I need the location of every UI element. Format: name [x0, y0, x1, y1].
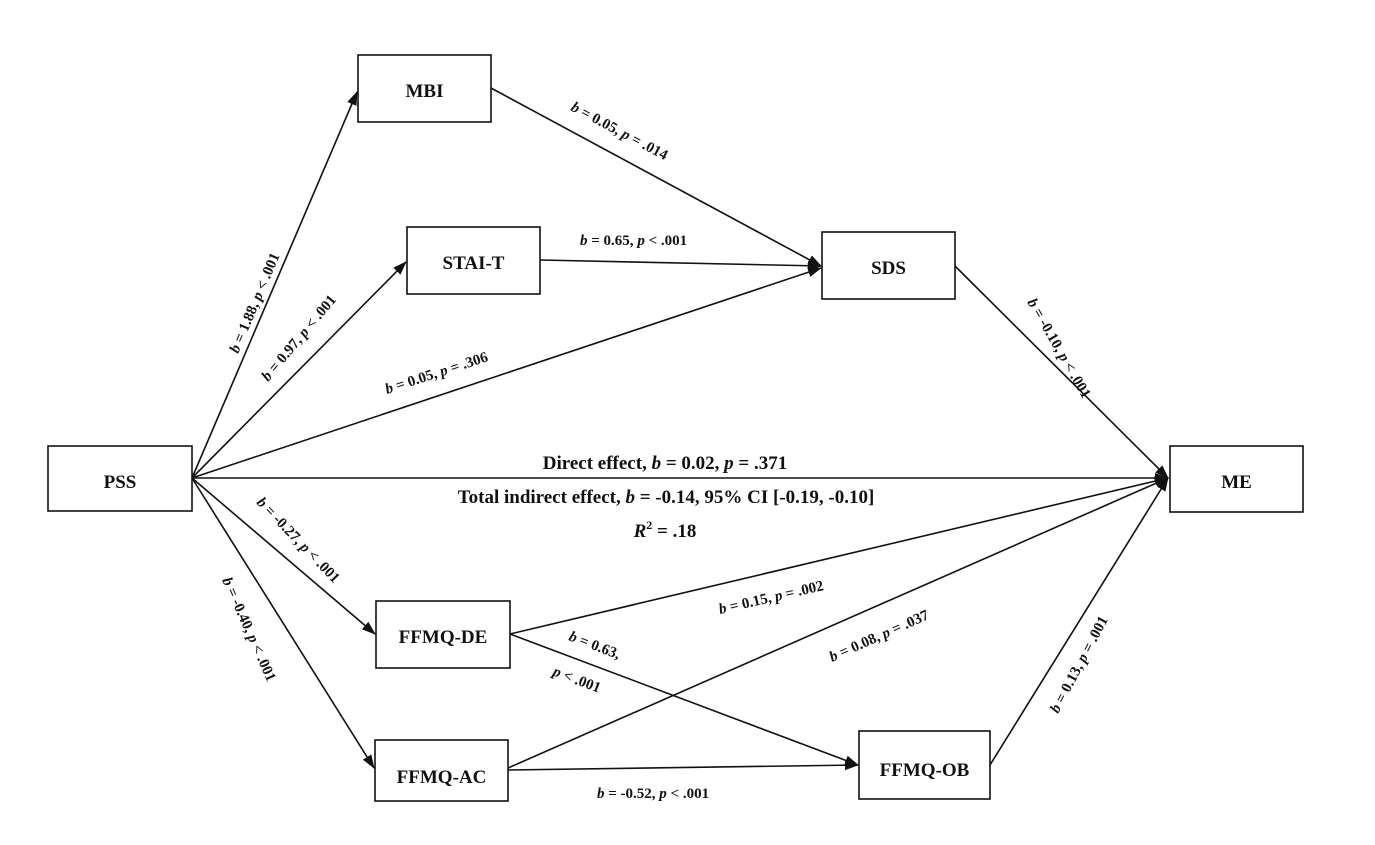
label-de-ob-line2: p < .001: [549, 663, 603, 697]
node-mbi-label: MBI: [406, 81, 444, 102]
node-sds: SDS: [821, 231, 956, 300]
edge-ob-me: [989, 477, 1169, 766]
label-ac-me: b = 0.08, p = .037: [827, 607, 932, 665]
node-ffmq-ac: FFMQ-AC: [374, 739, 509, 802]
label-sds-me: b = -0.10, p < .001: [1024, 296, 1094, 401]
label-ac-ob: b = -0.52, p < .001: [597, 786, 709, 802]
edge-pss-mbi: [191, 91, 358, 479]
node-pss: PSS: [47, 445, 193, 512]
edge-ac-me: [507, 477, 1169, 769]
label-pss-ac: b = -0.40, p < .001: [218, 575, 278, 684]
label-pss-mbi: b = 1.88, p < .001: [227, 251, 284, 356]
effect-summary: Direct effect, b = 0.02, p = .371 Total …: [458, 453, 875, 542]
edge-labels: b = 1.88, p < .001 b = 0.97, p < .001 b …: [218, 99, 1111, 802]
edge-ac-ob: [507, 760, 859, 771]
node-sds-label: SDS: [871, 258, 906, 279]
edge-de-ob: [509, 633, 859, 766]
label-stai-sds: b = 0.65, p < .001: [580, 233, 687, 249]
label-pss-sds: b = 0.05, p = .306: [383, 349, 490, 397]
edge-pss-de: [191, 477, 376, 635]
edge-de-me: [509, 476, 1169, 635]
edge-pss-sds: [191, 267, 822, 479]
label-mbi-sds: b = 0.05, p = .014: [568, 99, 671, 164]
node-ffmq-ob: FFMQ-OB: [858, 730, 991, 800]
edges: [191, 87, 1169, 771]
label-ob-me: b = 0.13, p = .001: [1047, 614, 1111, 716]
node-me-label: ME: [1221, 472, 1252, 493]
direct-effect-text: Direct effect, b = 0.02, p = .371: [543, 453, 787, 474]
node-stai: STAI-T: [406, 226, 541, 295]
node-ffmq-de-label: FFMQ-DE: [399, 627, 488, 648]
indirect-effect-text: Total indirect effect, b = -0.14, 95% CI…: [458, 487, 875, 508]
node-ffmq-ob-label: FFMQ-OB: [880, 760, 970, 781]
edge-pss-stai: [191, 261, 407, 479]
edge-stai-sds: [539, 259, 822, 271]
edge-sds-me: [954, 265, 1169, 479]
node-me: ME: [1169, 445, 1304, 513]
edge-pss-ac: [191, 477, 375, 769]
edge-mbi-sds: [490, 87, 822, 267]
node-stai-label: STAI-T: [443, 253, 505, 274]
label-de-me: b = 0.15, p = .002: [717, 578, 825, 618]
node-ffmq-de: FFMQ-DE: [375, 600, 511, 669]
r-squared-text: R2 = .18: [633, 518, 697, 542]
node-pss-label: PSS: [104, 472, 137, 493]
node-mbi: MBI: [357, 54, 492, 123]
node-ffmq-ac-label: FFMQ-AC: [397, 767, 487, 788]
